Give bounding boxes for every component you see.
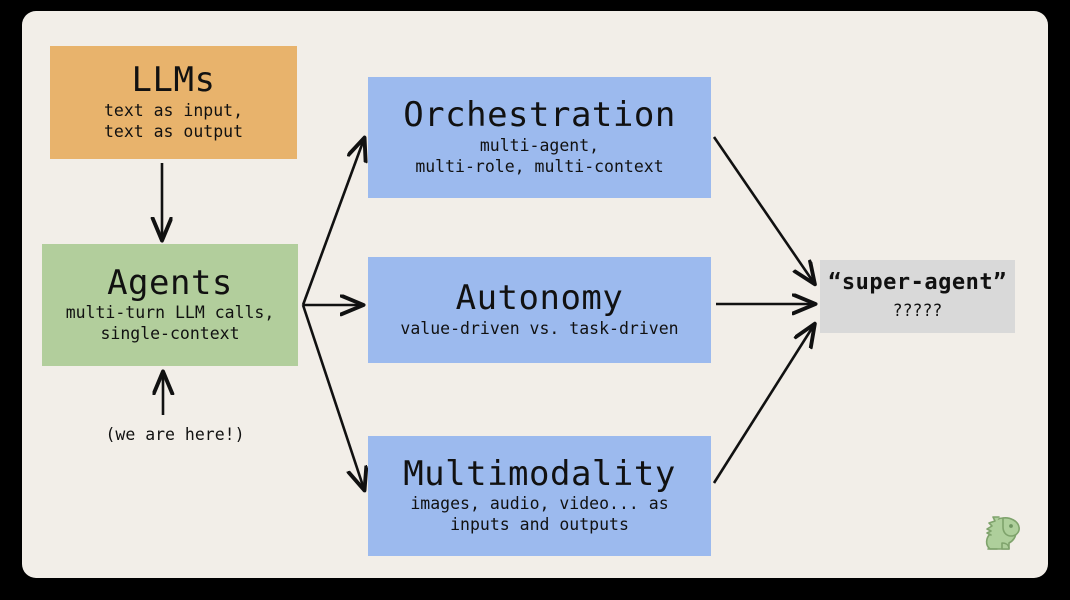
node-orchestration[interactable]: Orchestration multi-agent, multi-role, m… <box>368 77 711 198</box>
node-agents-title: Agents <box>107 262 233 303</box>
node-multimodality-subtitle: images, audio, video... as inputs and ou… <box>410 494 669 535</box>
node-llms-title: LLMs <box>131 60 216 101</box>
node-orchestration-subtitle: multi-agent, multi-role, multi-context <box>415 135 664 176</box>
edge-orchestration-to-superagent <box>712 136 814 283</box>
edge-agents-to-orchestration <box>301 139 364 306</box>
node-llms[interactable]: LLMs text as input, text as output <box>50 46 297 159</box>
node-multimodality[interactable]: Multimodality images, audio, video... as… <box>368 436 711 556</box>
node-agents-subtitle: multi-turn LLM calls, single-context <box>65 303 275 344</box>
node-multimodality-title: Multimodality <box>403 453 676 494</box>
diagram-canvas: LLMs text as input, text as output Agent… <box>22 11 1048 578</box>
node-autonomy-title: Autonomy <box>455 277 624 318</box>
node-orchestration-title: Orchestration <box>403 95 676 136</box>
node-autonomy-subtitle: value-driven vs. task-driven <box>400 319 679 339</box>
edge-multimodality-to-superagent <box>712 325 814 484</box>
node-superagent[interactable]: “super-agent” ????? <box>820 260 1015 333</box>
edge-agents-to-multimodality <box>301 304 364 489</box>
node-agents[interactable]: Agents multi-turn LLM calls, single-cont… <box>42 244 298 366</box>
node-superagent-subtitle: ????? <box>892 301 943 321</box>
dinosaur-mascot-icon <box>985 516 1020 550</box>
node-autonomy[interactable]: Autonomy value-driven vs. task-driven <box>368 257 711 363</box>
node-superagent-title: “super-agent” <box>828 270 1007 296</box>
annotation-we-are-here: (we are here!) <box>105 425 245 444</box>
node-llms-subtitle: text as input, text as output <box>103 100 244 141</box>
